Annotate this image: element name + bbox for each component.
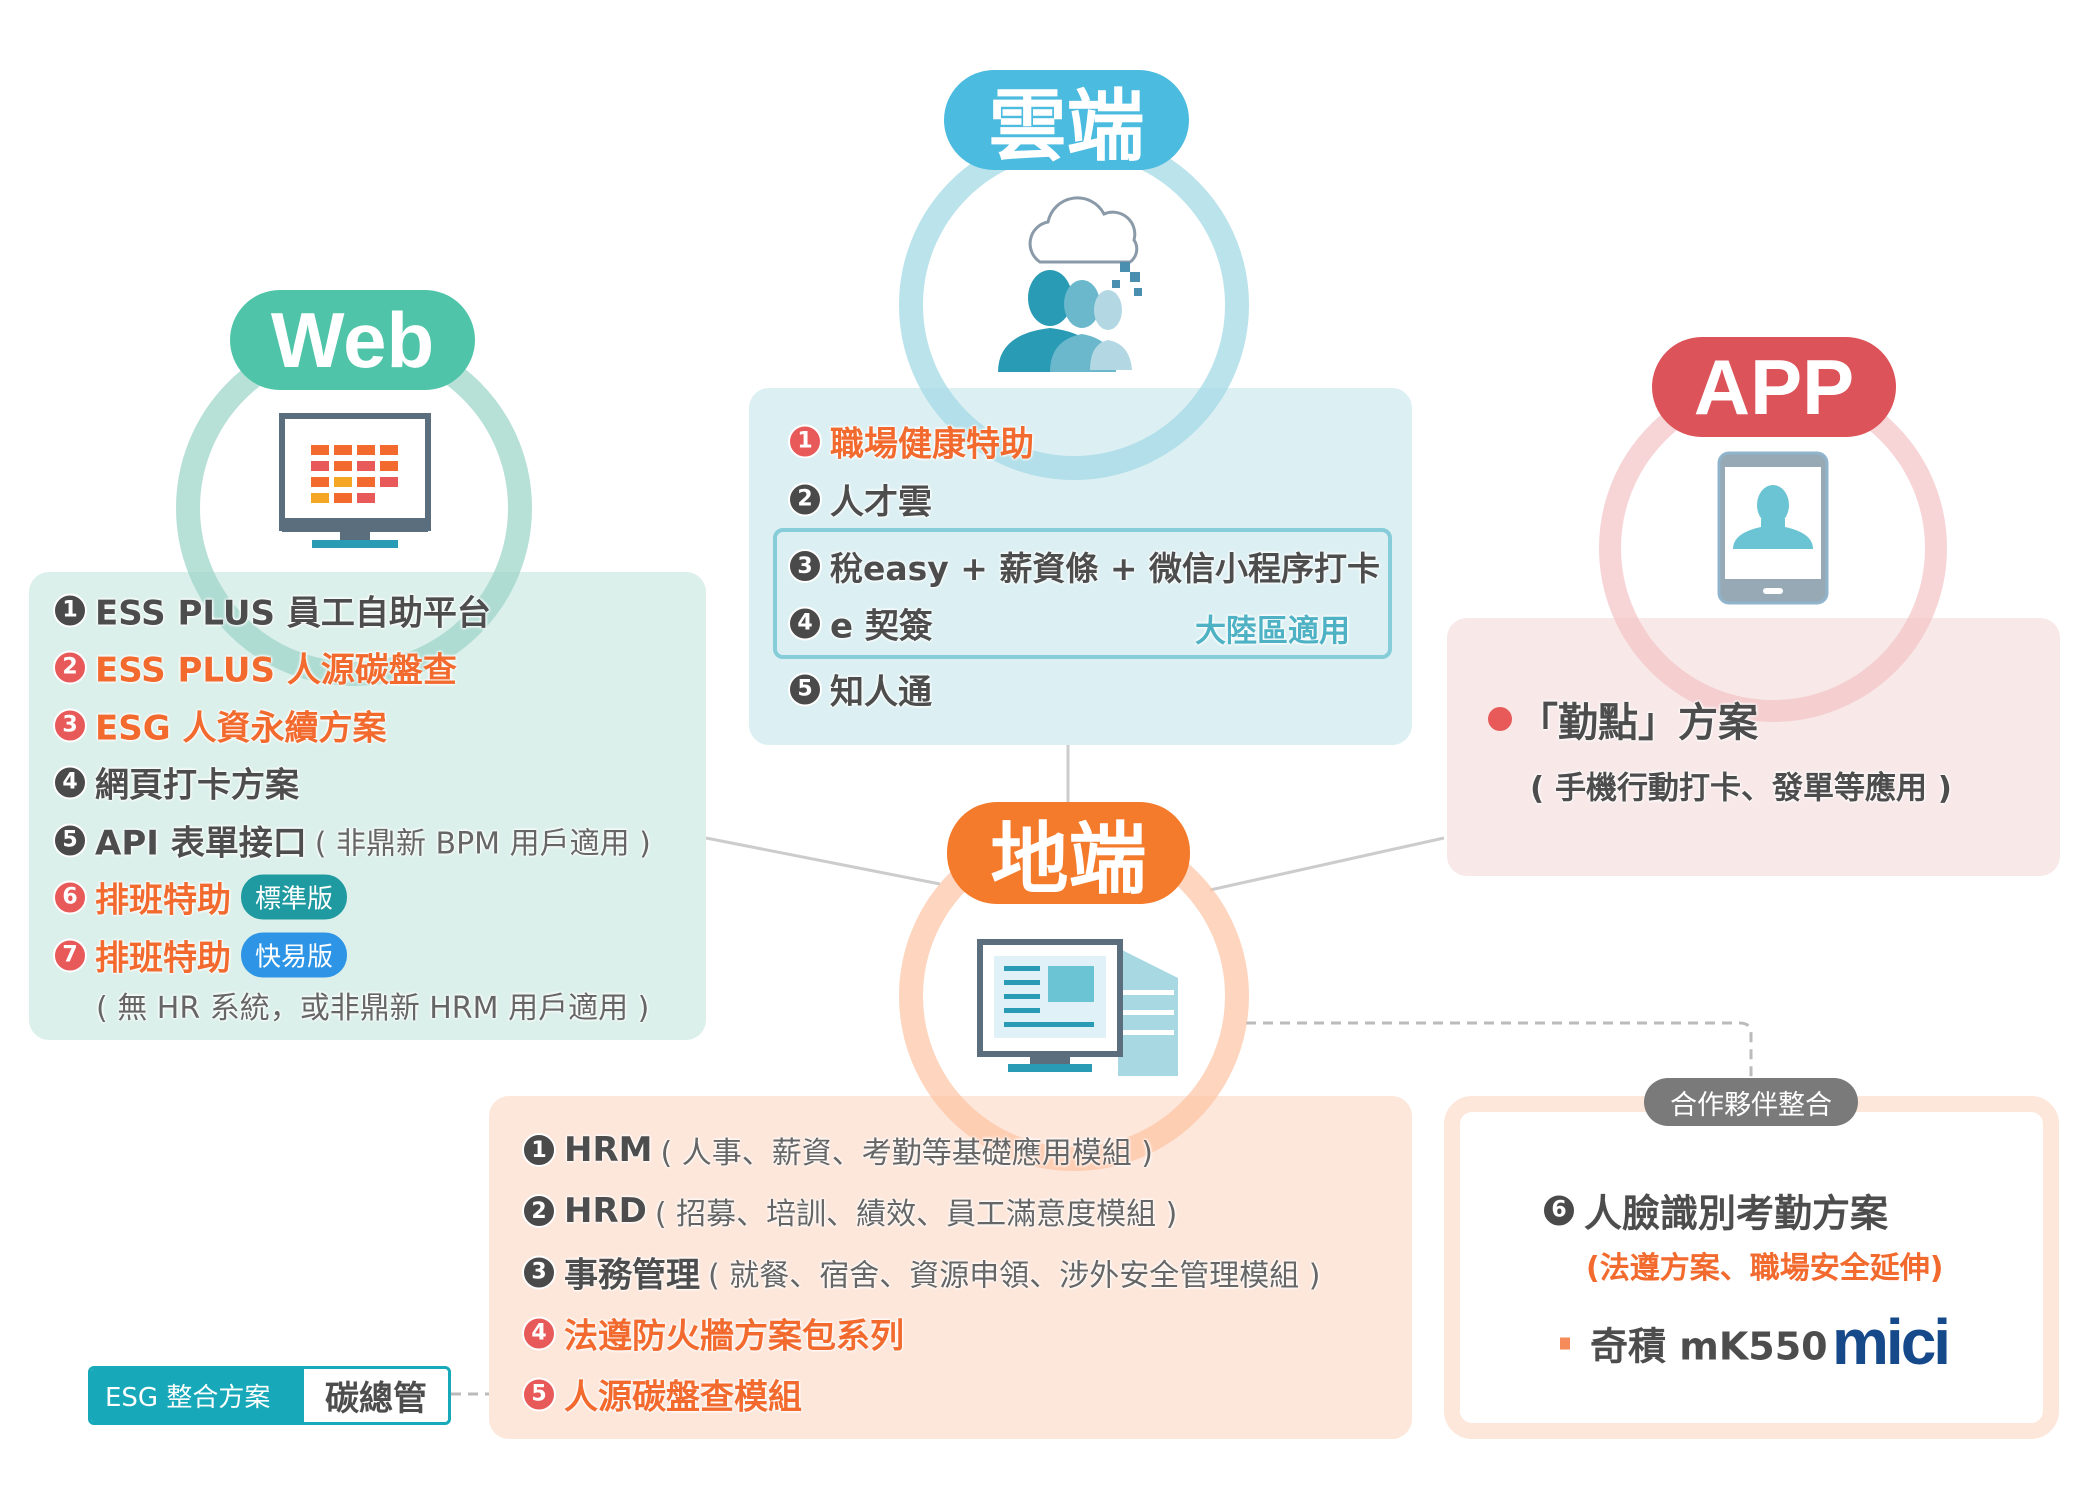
item-label: HRM [564,1130,653,1170]
number-badge: 4 [53,765,87,799]
number-badge: 2 [53,650,87,684]
cloud-people-icon [998,196,1142,372]
number-badge: 2 [788,482,822,516]
number-badge: 4 [522,1316,556,1350]
item-label: 人源碳盤查模組 [564,1377,802,1418]
partner-dashed-line [1246,1021,1753,1080]
item-label: 人才雲 [830,482,932,523]
item-label: 排班特助 [95,880,231,921]
bullet-square-icon [1560,1337,1570,1349]
phone-icon [1717,451,1829,605]
number-badge: 2 [522,1194,556,1228]
item-label: ESS PLUS 員工自助平台 [95,593,491,634]
number-badge: 1 [788,424,822,458]
number-badge: 7 [53,938,87,972]
partner-note: (法遵方案、職場安全延伸) [1586,1251,1944,1286]
item-note: ( 招募、培訓、績效、員工滿意度模組 ) [654,1197,1178,1232]
web-footnote: ( 無 HR 系統，或非鼎新 HRM 用戶適用 ) [88,983,649,1027]
carbon-manager-label: 碳總管 [325,1379,427,1419]
number-badge: 5 [788,672,822,706]
number-badge: 1 [522,1133,556,1167]
number-badge: 1 [53,593,87,627]
esg-label: ESG 整合方案 [91,1369,304,1422]
monitor-icon [279,413,431,548]
bullet-dot-icon [1488,707,1512,731]
item-label: ESS PLUS 人源碳盤查 [95,650,457,691]
web-panel [29,572,706,1040]
esg-carbon-tag[interactable]: ESG 整合方案 碳總管 [88,1366,451,1425]
item-label: ESG 人資永續方案 [95,708,387,749]
app-title-pill: APP [1652,337,1896,437]
item-label: 排班特助 [95,938,231,979]
item-note: ( 就餐、宿舍、資源申領、涉外安全管理模組 ) [708,1258,1321,1293]
partner-panel [1444,1096,2059,1439]
item-label: 法遵防火牆方案包系列 [564,1316,904,1357]
app-item: 「勤點」方案 [1488,690,1758,748]
item-note: ( 人事、薪資、考勤等基礎應用模組 ) [660,1136,1153,1171]
china-region-frame [773,528,1392,659]
number-badge: 3 [53,708,87,742]
china-region-note: 大陸區適用 [1195,613,1350,650]
item-label: 知人通 [830,672,932,713]
number-badge: 5 [522,1377,556,1411]
number-badge: 3 [522,1255,556,1289]
number-badge: 6 [53,880,87,914]
web-ground-line [705,836,941,886]
quick-edition-badge: 快易版 [241,932,348,978]
partner-badge: 合作夥伴整合 [1644,1078,1858,1126]
item-note: ( 非鼎新 BPM 用戶適用 ) [314,826,651,861]
item-label: 事務管理 [564,1255,700,1296]
ground-title-pill: 地端 [947,802,1190,904]
product-label: 奇積 mK550 [1590,1324,1828,1369]
number-badge: 6 [1542,1193,1576,1227]
item-label: API 表單接口 [95,823,307,864]
footnote-text: ( 無 HR 系統，或非鼎新 HRM 用戶適用 ) [96,991,650,1026]
item-label: 人臉識別考勤方案 [1584,1191,1889,1236]
item-label: 稅easy + 薪資條 + 微信小程序打卡 [830,549,1381,588]
item-label: e 契簽 [830,606,933,647]
item-label: 「勤點」方案 [1518,700,1758,746]
standard-edition-badge: 標準版 [241,874,348,920]
web-title-pill: Web [230,290,475,390]
cloud-panel [749,388,1412,745]
partner-product: 奇積 mK550 [1560,1316,1828,1371]
app-panel [1447,618,2060,876]
number-badge: 3 [788,549,822,583]
item-label: HRD [564,1191,647,1231]
mici-logo: mici [1832,1306,1951,1378]
number-badge: 4 [788,606,822,640]
app-note: ( 手機行動打卡、發單等應用 ) [1530,770,1952,807]
desktop-server-icon [977,939,1178,1076]
ground-panel [489,1096,1412,1439]
cloud-title-pill: 雲端 [944,70,1189,170]
app-ground-line [1209,836,1445,892]
number-badge: 5 [53,823,87,857]
item-label: 職場健康特助 [830,424,1034,465]
item-label: 網頁打卡方案 [95,765,299,806]
